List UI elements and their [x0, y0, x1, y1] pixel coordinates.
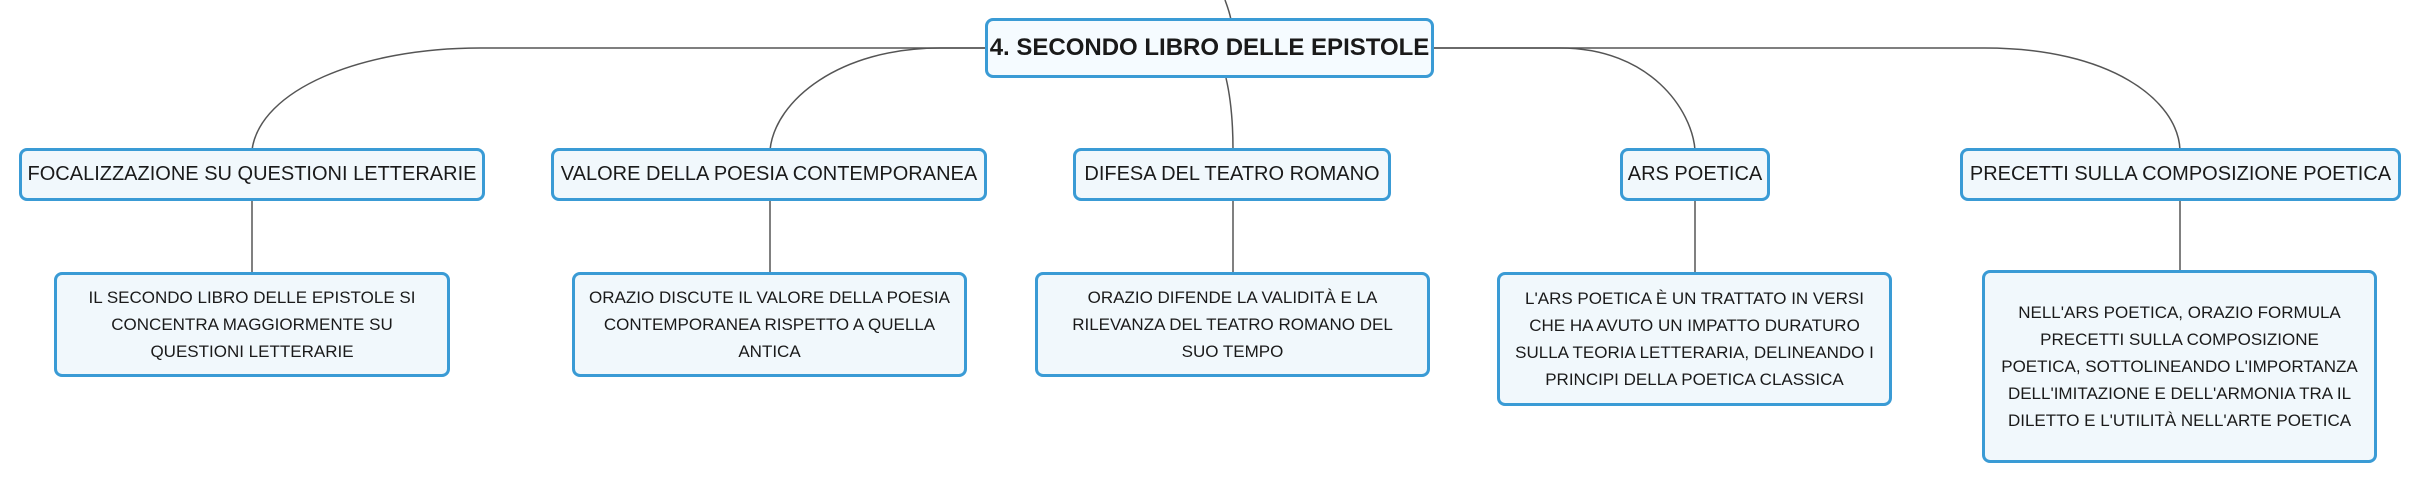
- detail-node-difesa-teatro[interactable]: ORAZIO DIFENDE LA VALIDITÀ E LA RILEVANZ…: [1035, 272, 1430, 377]
- branch-node-precetti[interactable]: PRECETTI SULLA COMPOSIZIONE POETICA: [1960, 148, 2401, 201]
- detail-text: ORAZIO DISCUTE IL VALORE DELLA POESIA CO…: [589, 288, 950, 361]
- branch-label: VALORE DELLA POESIA CONTEMPORANEA: [560, 163, 978, 185]
- detail-text: L'ARS POETICA È UN TRATTATO IN VERSI CHE…: [1515, 289, 1874, 389]
- detail-text: IL SECONDO LIBRO DELLE EPISTOLE SI CONCE…: [88, 288, 416, 361]
- branch-label: DIFESA DEL TEATRO ROMANO: [1084, 163, 1380, 185]
- detail-node-precetti[interactable]: NELL'ARS POETICA, ORAZIO FORMULA PRECETT…: [1982, 270, 2377, 463]
- connector-root-branch-3: [1225, 77, 1234, 151]
- branch-node-ars-poetica[interactable]: ARS POETICA: [1620, 148, 1770, 201]
- branch-label: PRECETTI SULLA COMPOSIZIONE POETICA: [1969, 163, 2392, 185]
- detail-node-focalizzazione[interactable]: IL SECONDO LIBRO DELLE EPISTOLE SI CONCE…: [54, 272, 450, 377]
- root-label: 4. SECONDO LIBRO DELLE EPISTOLE: [989, 34, 1430, 61]
- branch-node-valore-poesia[interactable]: VALORE DELLA POESIA CONTEMPORANEA: [551, 148, 987, 201]
- connector-root-branch-1: [251, 47, 985, 151]
- branch-node-focalizzazione[interactable]: FOCALIZZAZIONE SU QUESTIONI LETTERARIE: [19, 148, 485, 201]
- parent-connector: [1224, 0, 1232, 21]
- connector-root-branch-5: [1434, 47, 2181, 151]
- detail-node-valore-poesia[interactable]: ORAZIO DISCUTE IL VALORE DELLA POESIA CO…: [572, 272, 967, 377]
- branch-label: FOCALIZZAZIONE SU QUESTIONI LETTERARIE: [27, 163, 477, 185]
- detail-text: NELL'ARS POETICA, ORAZIO FORMULA PRECETT…: [2001, 303, 2358, 430]
- detail-text: ORAZIO DIFENDE LA VALIDITÀ E LA RILEVANZ…: [1072, 288, 1393, 361]
- connector-root-branch-2: [769, 47, 985, 151]
- connector-root-branch-4: [1434, 47, 1696, 151]
- branch-node-difesa-teatro[interactable]: DIFESA DEL TEATRO ROMANO: [1073, 148, 1391, 201]
- detail-node-ars-poetica[interactable]: L'ARS POETICA È UN TRATTATO IN VERSI CHE…: [1497, 272, 1892, 406]
- root-node[interactable]: 4. SECONDO LIBRO DELLE EPISTOLE: [985, 18, 1434, 78]
- branch-label: ARS POETICA: [1627, 163, 1763, 185]
